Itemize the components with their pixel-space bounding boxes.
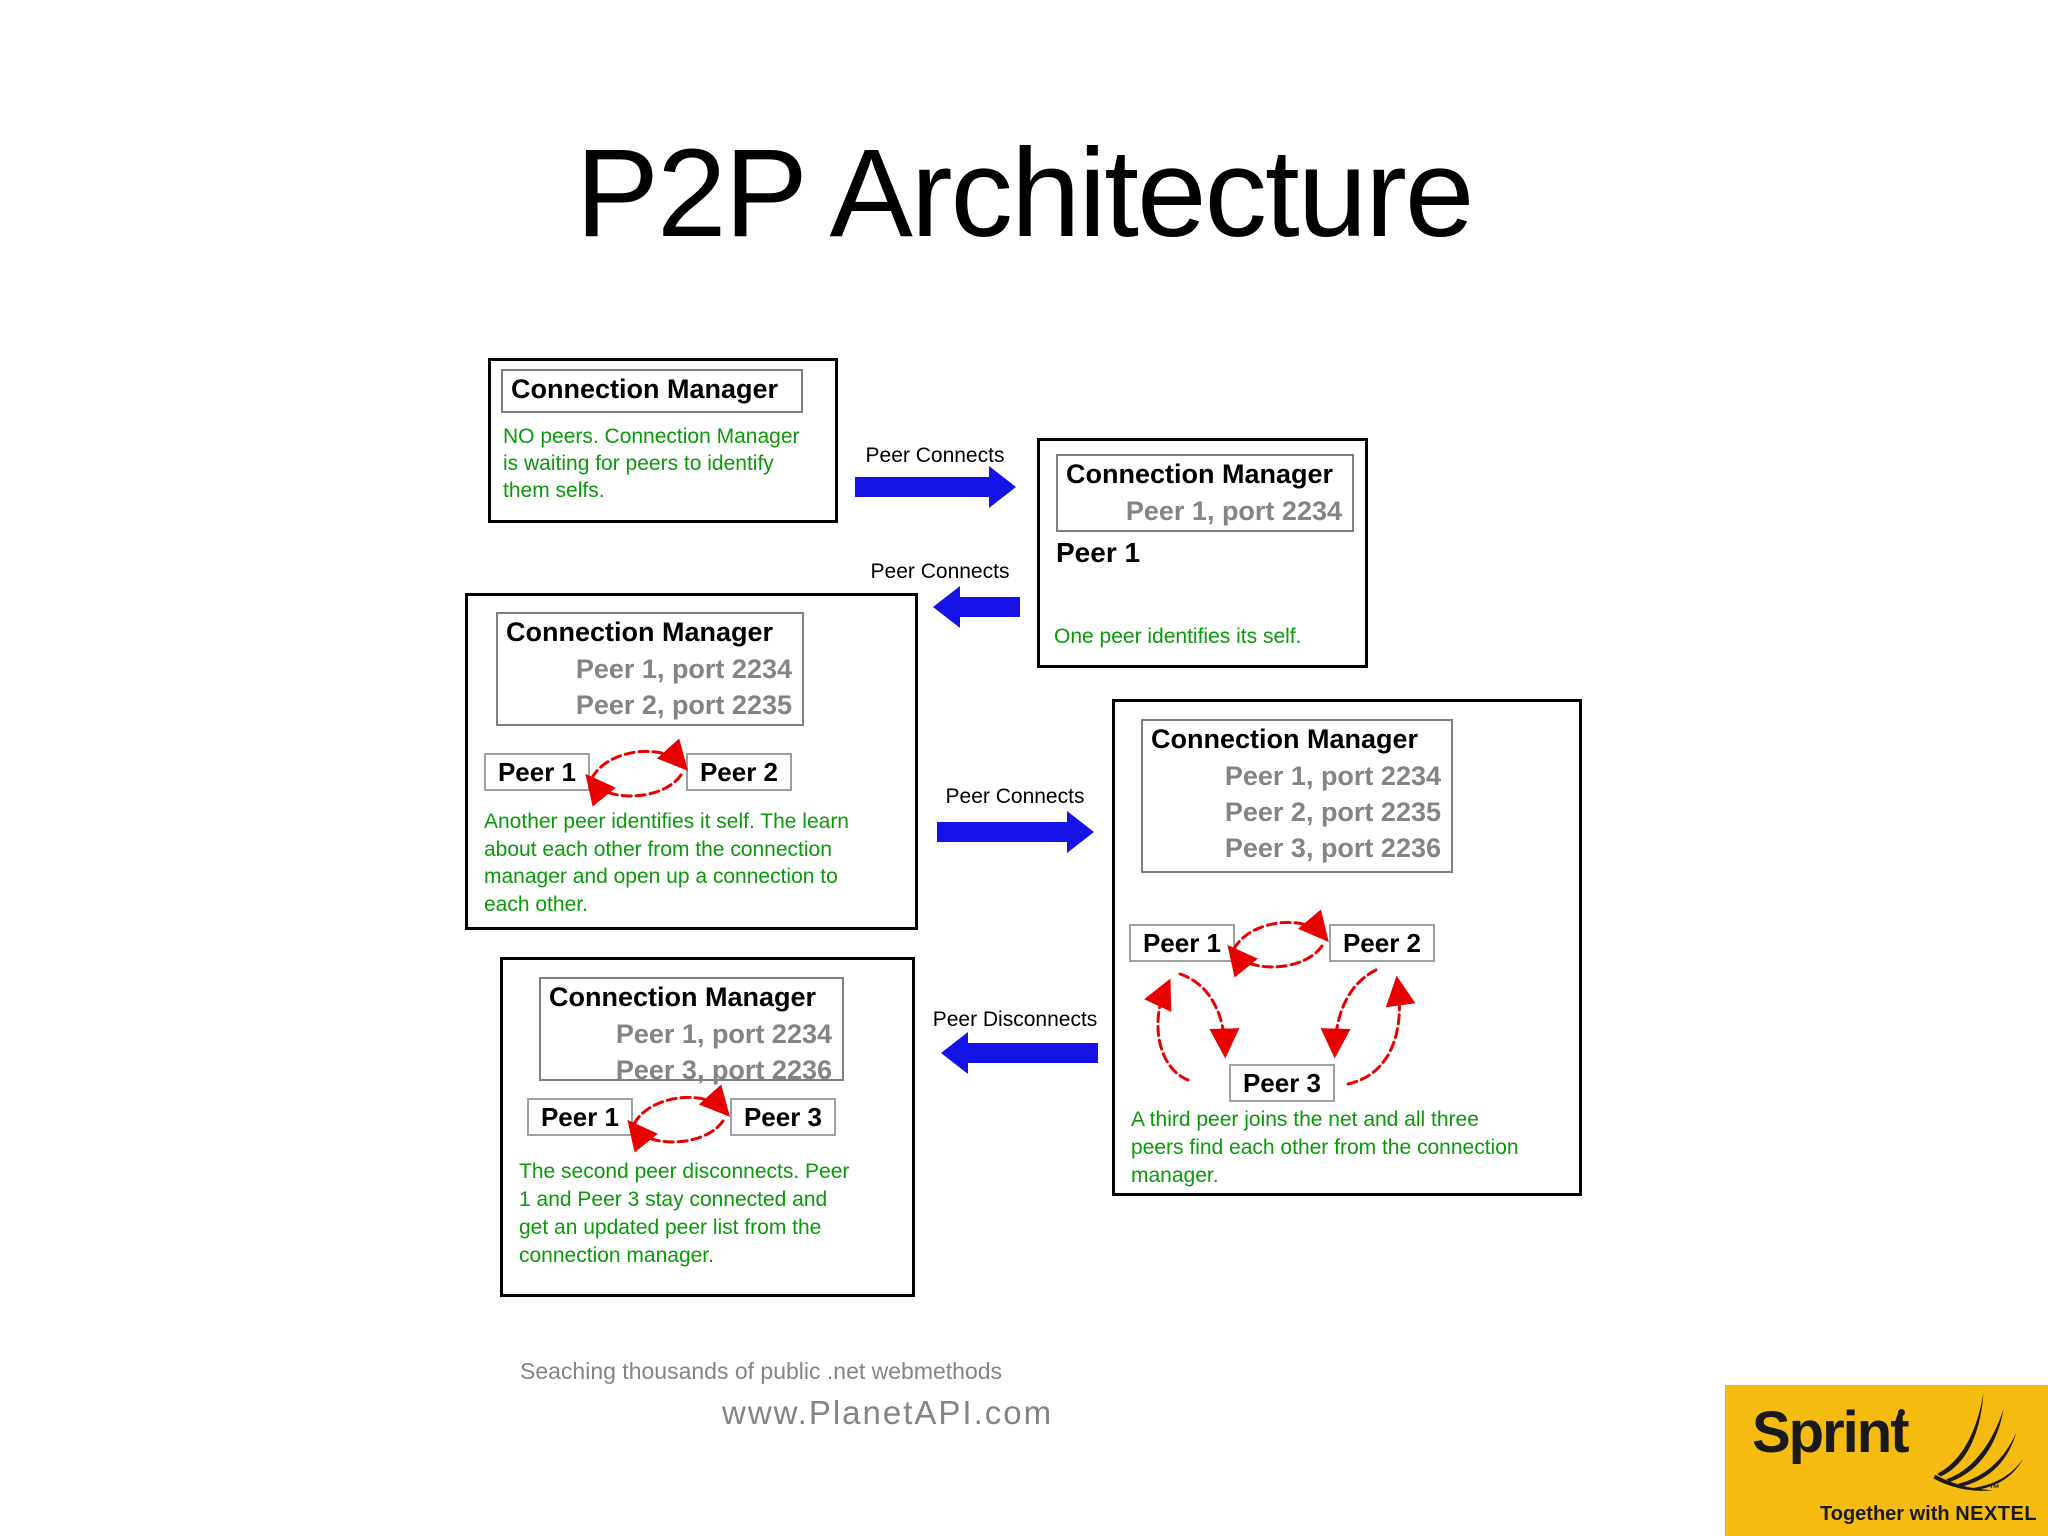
sprint-wing-icon xyxy=(1933,1392,2024,1491)
stage-note: NO peers. Connection Manager is waiting … xyxy=(503,425,800,502)
peer-node: Peer 3 xyxy=(1229,1064,1335,1102)
stage-note: The second peer disconnects. Peer 1 and … xyxy=(519,1160,850,1267)
connection-manager-panel: Connection Manager Peer 1, port 2234 Pee… xyxy=(496,612,804,726)
sprint-trademark: ™ xyxy=(1989,1483,2000,1495)
flow-arrow-left xyxy=(941,1032,1098,1074)
connection-manager-title: Connection Manager xyxy=(506,617,774,647)
port-line: Peer 1, port 2234 xyxy=(615,1019,832,1049)
flow-arrow-right xyxy=(855,466,1016,508)
connection-manager-panel: Connection Manager Peer 1, port 2234 Pee… xyxy=(1141,719,1453,873)
port-line: Peer 2, port 2235 xyxy=(575,690,792,720)
port-line: Peer 1, port 2234 xyxy=(575,654,792,684)
peer-node: Peer 1 xyxy=(527,1098,633,1136)
arrow-head-right-icon xyxy=(989,466,1016,508)
stage-note: One peer identifies its self. xyxy=(1054,625,1302,648)
stage-box-no-peers: Connection Manager NO peers. Connection … xyxy=(488,358,838,523)
arrow-head-left-icon xyxy=(941,1032,968,1074)
peer-node: Peer 1 xyxy=(1129,924,1235,962)
arrow-shaft xyxy=(937,822,1067,842)
peer-node: Peer 1 xyxy=(1056,537,1141,568)
sprint-tagline-prefix: Together with xyxy=(1820,1503,1956,1525)
sprint-logo: Sprint ™ Together with NEXTEL xyxy=(1725,1385,2048,1536)
peer-node: Peer 2 xyxy=(1329,924,1435,962)
footer-caption: Seaching thousands of public .net webmet… xyxy=(520,1358,1003,1384)
connection-manager-panel: Connection Manager Peer 1, port 2234 xyxy=(1056,454,1354,532)
connection-manager-title: Connection Manager xyxy=(1066,459,1334,489)
connection-manager-title: Connection Manager xyxy=(1151,724,1419,754)
connection-manager-title: Connection Manager xyxy=(549,982,817,1012)
stage-note: Another peer identifies it self. The lea… xyxy=(484,810,849,916)
sprint-tagline-brand: NEXTEL xyxy=(1955,1503,2038,1525)
page-title: P2P Architecture xyxy=(575,124,1475,263)
port-line: Peer 1, port 2234 xyxy=(1125,496,1342,526)
flow-arrow-right xyxy=(937,811,1094,853)
sprint-brand-text: Sprint xyxy=(1752,1400,1910,1465)
sprint-registered-mark-icon xyxy=(1898,1409,1905,1416)
stage-box-three-peers: Connection Manager Peer 1, port 2234 Pee… xyxy=(1112,699,1582,1196)
connection-manager-title: Connection Manager xyxy=(511,374,779,404)
flow-arrow-label: Peer Connects xyxy=(945,785,1085,808)
flow-arrow-label: Peer Connects xyxy=(865,444,1005,467)
arrow-head-right-icon xyxy=(1067,811,1094,853)
port-line: Peer 2, port 2235 xyxy=(1224,797,1441,827)
arrow-shaft xyxy=(967,1043,1098,1063)
flow-arrow-left xyxy=(933,586,1020,628)
arrow-head-left-icon xyxy=(933,586,960,628)
port-line: Peer 3, port 2236 xyxy=(1224,833,1441,863)
arrow-shaft xyxy=(855,477,989,497)
stage-note: A third peer joins the net and all three… xyxy=(1131,1108,1519,1187)
connection-manager-panel: Connection Manager xyxy=(501,369,803,413)
peer-node: Peer 1 xyxy=(484,753,590,791)
peer-node: Peer 2 xyxy=(686,753,792,791)
sprint-tagline: Together with NEXTEL xyxy=(1820,1503,2037,1526)
port-line: Peer 1, port 2234 xyxy=(1224,761,1441,791)
arrow-shaft xyxy=(959,597,1020,617)
flow-arrow-label: Peer Disconnects xyxy=(932,1008,1098,1031)
connection-manager-panel: Connection Manager Peer 1, port 2234 Pee… xyxy=(539,977,844,1085)
stage-box-one-peer: Connection Manager Peer 1, port 2234 Pee… xyxy=(1037,438,1368,668)
footer-url: www.PlanetAPI.com xyxy=(722,1394,1054,1431)
stage-box-two-peers: Connection Manager Peer 1, port 2234 Pee… xyxy=(465,593,918,930)
port-line: Peer 3, port 2236 xyxy=(615,1055,832,1085)
peer-node: Peer 3 xyxy=(730,1098,836,1136)
stage-box-after-disconnect: Connection Manager Peer 1, port 2234 Pee… xyxy=(500,957,915,1297)
flow-arrow-label: Peer Connects xyxy=(870,560,1010,583)
